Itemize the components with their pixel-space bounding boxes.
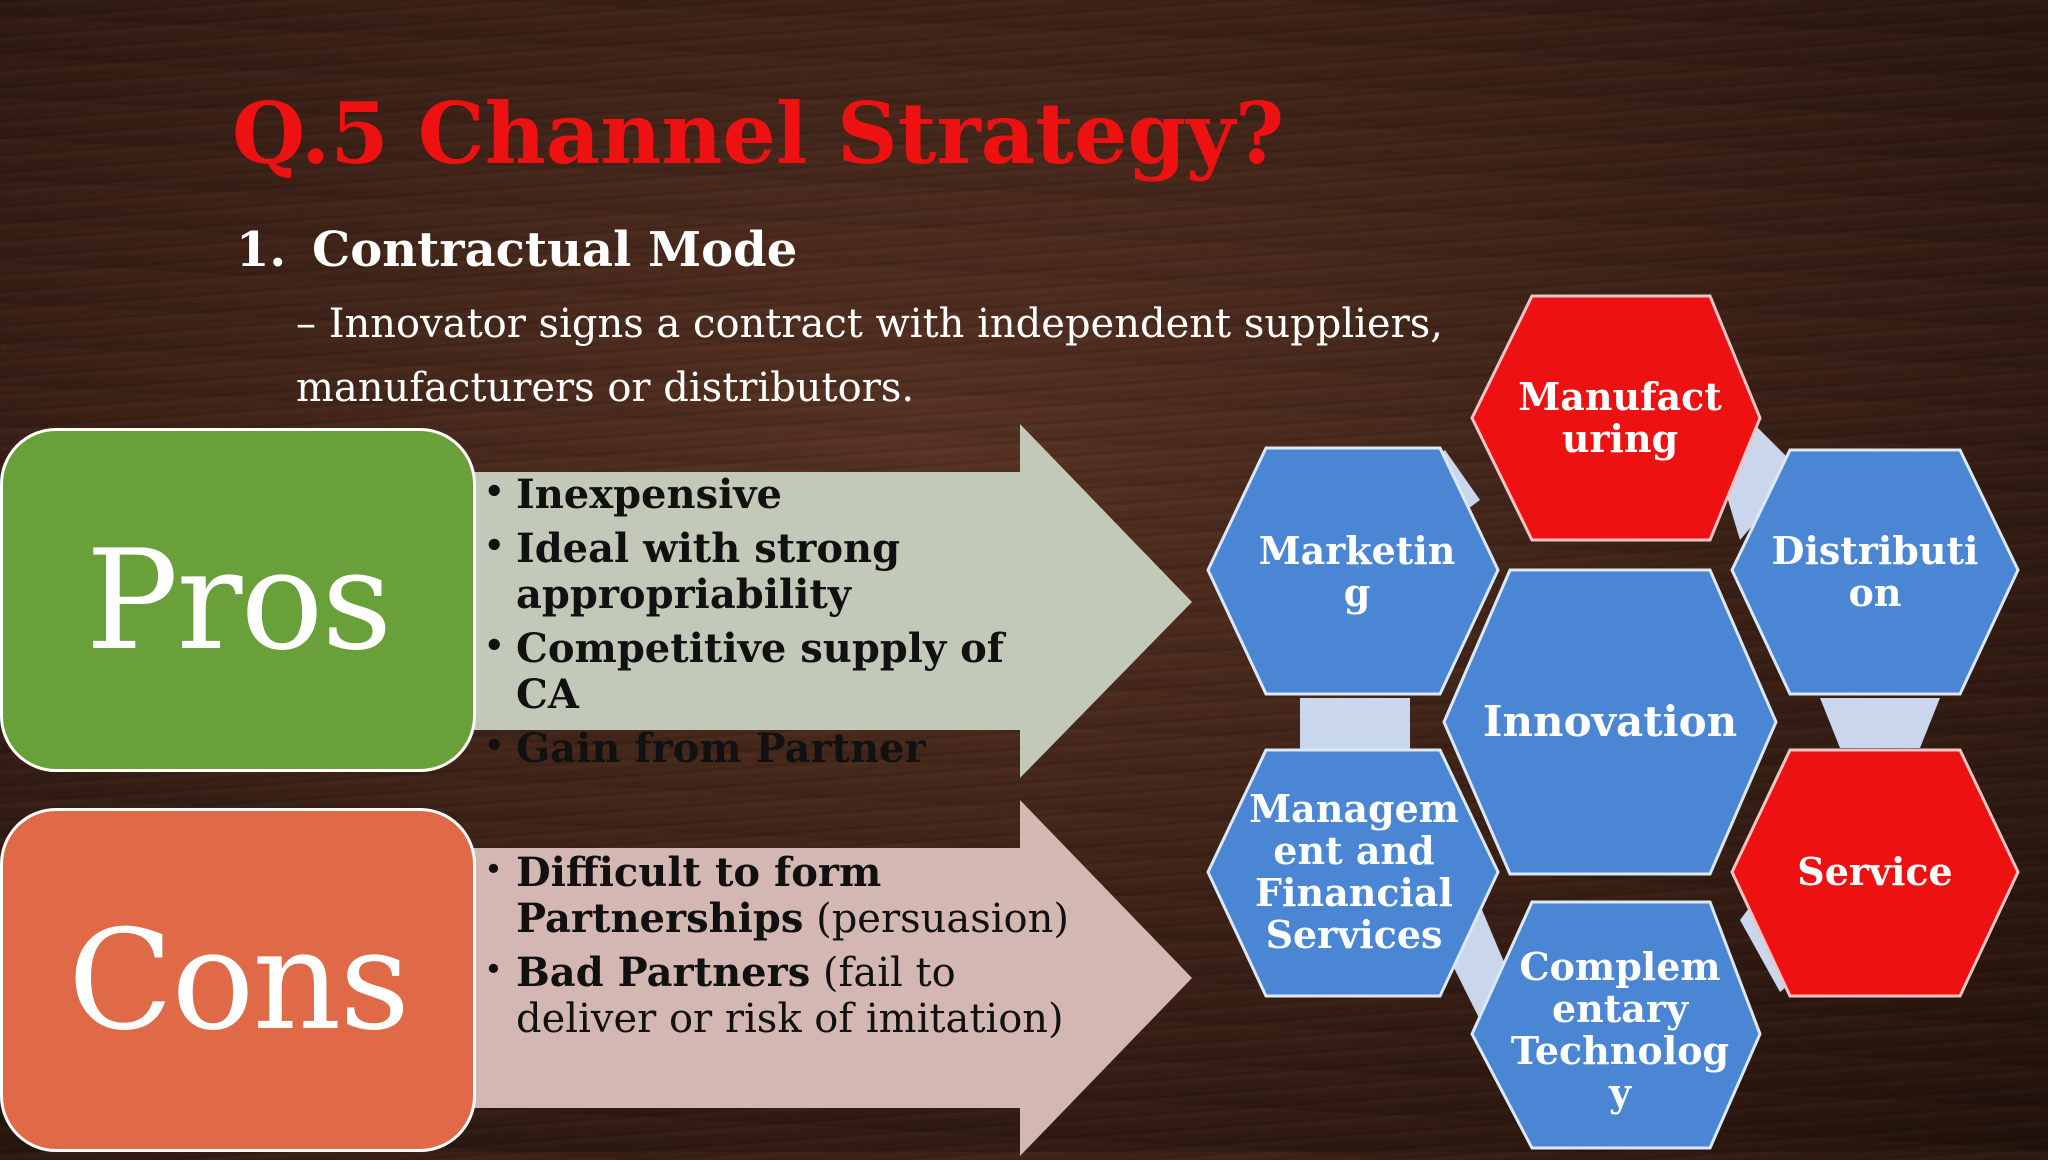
- item-heading-text: Contractual Mode: [312, 222, 798, 278]
- pros-bullet: Competitive supply of CA: [478, 622, 1038, 718]
- hexagon-innovation-label: Innovation: [1482, 697, 1738, 746]
- cons-list: Difficult to form Partnerships (persuasi…: [478, 846, 1078, 1050]
- cons-label: Cons: [67, 899, 410, 1061]
- item-description-line-1: – Innovator signs a contract with indepe…: [296, 301, 1443, 347]
- hexagon-complementary: [1470, 900, 1762, 1150]
- hexagon-management-label: Managem ent and Financial Services: [1249, 786, 1459, 957]
- cons-bullet: Difficult to form Partnerships (persuasi…: [478, 846, 1078, 942]
- slide-title: Q.5 Channel Strategy?: [232, 84, 1285, 183]
- pros-bullet: Inexpensive: [478, 468, 1038, 518]
- cons-bullet: Bad Partners (fail to deliver or risk of…: [478, 946, 1078, 1042]
- hexagon-manufacturing: [1470, 294, 1762, 542]
- hexagon-service-label: Service: [1797, 849, 1953, 894]
- item-number: 1.: [236, 222, 287, 278]
- item-description: – Innovator signs a contract with indepe…: [296, 292, 1456, 420]
- cons-box: Cons: [0, 808, 476, 1152]
- hexagon-marketing-label: Marketin g: [1258, 528, 1456, 615]
- hexagon-distribution-label: Distributi on: [1771, 528, 1979, 615]
- hexagon-complementary-label: Complem entary Technolog y: [1510, 944, 1730, 1115]
- hexagon-innovation: [1442, 568, 1778, 876]
- cons-bullet-rest: (persuasion): [803, 896, 1069, 942]
- hexagon-marketing: [1206, 446, 1500, 696]
- cons-bullet-rest: (fail to deliver or risk of imitation): [516, 950, 1064, 1042]
- hexagon-manufacturing-label: Manufact uring: [1518, 374, 1722, 461]
- hexagon-distribution: [1730, 448, 2020, 696]
- pros-label: Pros: [85, 519, 393, 681]
- item-description-line-2: manufacturers or distributors.: [296, 365, 915, 411]
- item-heading: 1. Contractual Mode: [236, 222, 797, 278]
- pros-bullet: Ideal with strong appropriability: [478, 522, 1038, 618]
- cons-bullet-bold: Difficult to form Partnerships: [516, 849, 882, 942]
- connector-management-marketing: [1300, 698, 1410, 750]
- pros-box: Pros: [0, 428, 476, 772]
- cons-bullet-bold: Bad Partners: [516, 949, 811, 996]
- hexagon-management: [1206, 748, 1500, 998]
- connector-distribution-service: [1820, 698, 1940, 748]
- pros-list: Inexpensive Ideal with strong appropriab…: [478, 468, 1038, 780]
- hexagon-cycle-diagram: Innovation Manufact uring Distributi on …: [1180, 280, 2048, 1152]
- hexagon-service: [1730, 748, 2020, 998]
- pros-bullet: Gain from Partner: [478, 722, 1038, 772]
